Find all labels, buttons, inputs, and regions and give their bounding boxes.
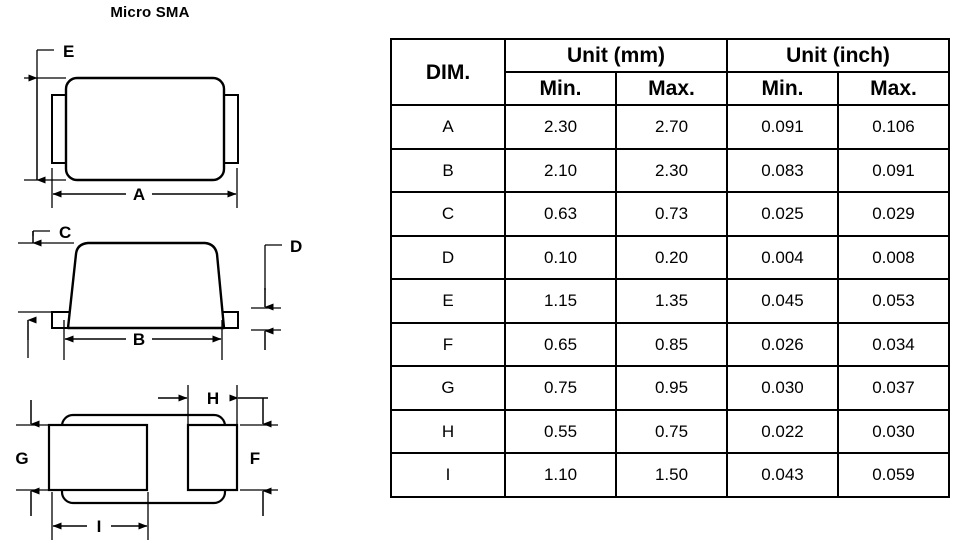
cell-inch-max: 0.059 [837,452,950,498]
cell-inch-max: 0.030 [837,408,950,454]
bottom-view-pad-left [47,423,149,492]
dimension-table: DIM. Unit (mm) Unit (inch) Min. Max. Min… [390,38,950,498]
table-row: B 2.10 2.30 0.083 0.091 [390,147,950,193]
bottom-view-pad-right [186,423,239,492]
table-header-unit-mm: Unit (mm) [504,38,728,73]
cell-mm-max: 0.20 [615,234,728,280]
table-row: I 1.10 1.50 0.043 0.059 [390,452,950,498]
cell-inch-min: 0.091 [726,104,839,150]
dimension-label-C: C [59,223,71,242]
cell-mm-max: 1.35 [615,278,728,324]
cell-dim: H [390,408,506,454]
dimension-label-D: D [290,237,302,256]
table-head: DIM. Unit (mm) Unit (inch) Min. Max. Min… [390,38,950,106]
cell-mm-min: 1.15 [504,278,617,324]
dimension-label-H: H [207,389,219,408]
cell-mm-max: 2.70 [615,104,728,150]
cell-inch-min: 0.043 [726,452,839,498]
cell-inch-min: 0.022 [726,408,839,454]
cell-dim: I [390,452,506,498]
cell-inch-max: 0.106 [837,104,950,150]
cell-dim: D [390,234,506,280]
cell-dim: G [390,365,506,411]
cell-dim: B [390,147,506,193]
cell-mm-max: 2.30 [615,147,728,193]
cell-inch-max: 0.008 [837,234,950,280]
cell-mm-max: 0.75 [615,408,728,454]
table-header-unit-inch: Unit (inch) [726,38,950,73]
table-row: E 1.15 1.35 0.045 0.053 [390,278,950,324]
dimension-label-A: A [133,185,145,204]
table-header-row-groups: DIM. Unit (mm) Unit (inch) [390,38,950,106]
table-row: F 0.65 0.85 0.026 0.034 [390,321,950,367]
cell-inch-max: 0.037 [837,365,950,411]
table-row: D 0.10 0.20 0.004 0.008 [390,234,950,280]
cell-mm-min: 1.10 [504,452,617,498]
cell-inch-max: 0.029 [837,191,950,237]
table-row: C 0.63 0.73 0.025 0.029 [390,191,950,237]
package-drawings: E A C [15,42,302,540]
dimension-label-G: G [15,449,28,468]
table-header-mm-max: Max. [615,71,728,106]
cell-mm-min: 0.55 [504,408,617,454]
dimension-label-I: I [97,517,102,536]
page-title: Micro SMA [110,4,190,21]
cell-mm-min: 2.30 [504,104,617,150]
cell-mm-max: 0.85 [615,321,728,367]
cell-inch-min: 0.083 [726,147,839,193]
table-header-mm-min: Min. [504,71,617,106]
top-view-body [64,76,226,182]
cell-inch-max: 0.053 [837,278,950,324]
table-row: H 0.55 0.75 0.022 0.030 [390,408,950,454]
cell-mm-max: 0.95 [615,365,728,411]
cell-dim: C [390,191,506,237]
cell-mm-max: 0.73 [615,191,728,237]
table-row: G 0.75 0.95 0.030 0.037 [390,365,950,411]
dimension-label-B: B [133,330,145,349]
table-header-row-subs: Min. Max. Min. Max. [391,71,950,106]
side-view-body [66,241,226,330]
cell-dim: A [390,104,506,150]
cell-inch-min: 0.025 [726,191,839,237]
cell-inch-max: 0.091 [837,147,950,193]
cell-inch-min: 0.045 [726,278,839,324]
top-view: E A [24,42,239,208]
table-header-dim: DIM. [390,38,506,106]
table-header-inch-max: Max. [837,71,950,106]
cell-mm-max: 1.50 [615,452,728,498]
side-view: C B D [18,223,302,360]
table-body: A 2.30 2.70 0.091 0.106 B 2.10 2.30 0.08… [390,104,950,498]
bottom-view: G F H I [15,385,278,540]
cell-inch-min: 0.004 [726,234,839,280]
dimension-table-container: DIM. Unit (mm) Unit (inch) Min. Max. Min… [390,38,950,498]
table-row: A 2.30 2.70 0.091 0.106 [390,104,950,150]
dimension-label-F: F [250,449,260,468]
cell-mm-min: 0.75 [504,365,617,411]
cell-mm-min: 0.10 [504,234,617,280]
cell-mm-min: 0.65 [504,321,617,367]
cell-inch-min: 0.026 [726,321,839,367]
cell-mm-min: 0.63 [504,191,617,237]
table-header-inch-min: Min. [726,71,839,106]
cell-dim: F [390,321,506,367]
cell-dim: E [390,278,506,324]
dimension-label-E: E [63,42,74,61]
cell-inch-min: 0.030 [726,365,839,411]
cell-mm-min: 2.10 [504,147,617,193]
cell-inch-max: 0.034 [837,321,950,367]
